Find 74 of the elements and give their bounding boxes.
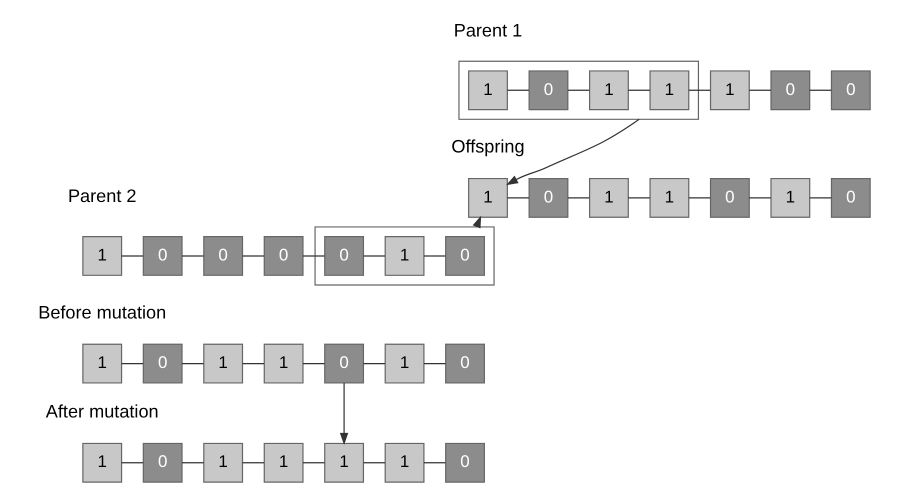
- node-box: 1: [649, 178, 690, 218]
- node-box: 1: [710, 70, 750, 110]
- node-box: 0: [203, 236, 244, 276]
- cluster: [458, 60, 700, 120]
- node-box: 0: [324, 344, 364, 384]
- node-box: 0: [830, 70, 871, 110]
- connector: [182, 255, 204, 257]
- arrow: [472, 216, 482, 228]
- label: After mutation: [46, 401, 159, 422]
- node-box: 0: [770, 70, 810, 110]
- connector: [568, 197, 590, 199]
- connector: [749, 90, 771, 91]
- connector: [688, 197, 710, 199]
- node-box: 0: [528, 178, 568, 218]
- connector: [242, 363, 264, 364]
- connector: [242, 255, 264, 257]
- connector: [810, 90, 832, 91]
- connector: [122, 462, 144, 464]
- node-box: 1: [649, 70, 690, 110]
- node-box: 0: [528, 70, 568, 110]
- arrow: [506, 118, 640, 186]
- connector: [122, 363, 144, 364]
- connector: [810, 197, 832, 199]
- node-box: 1: [324, 442, 364, 483]
- connector: [122, 255, 144, 257]
- connector: [424, 462, 446, 464]
- node-box: 1: [588, 70, 629, 110]
- connector: [688, 90, 710, 91]
- node-box: 1: [384, 236, 424, 276]
- label: Offspring: [451, 136, 525, 157]
- label: Before mutation: [38, 302, 166, 322]
- node-box: 1: [203, 442, 244, 483]
- node-box: 1: [468, 178, 508, 218]
- node-box: 0: [445, 344, 485, 384]
- node-box: 0: [445, 442, 485, 483]
- node-box: 0: [142, 344, 183, 384]
- connector: [363, 363, 385, 364]
- node-box: 1: [203, 344, 244, 384]
- label: Parent 1: [454, 20, 522, 40]
- node-box: 1: [82, 236, 122, 276]
- label: Parent 2: [68, 186, 136, 206]
- node-box: 0: [445, 236, 485, 276]
- connector: [363, 462, 385, 464]
- node-box: 0: [142, 442, 183, 483]
- connector: [303, 363, 324, 364]
- node-box: 1: [468, 70, 508, 110]
- connector: [424, 363, 446, 364]
- connector: [182, 363, 204, 364]
- connector: [568, 90, 590, 91]
- node-box: 0: [142, 236, 183, 276]
- connector: [303, 255, 324, 257]
- node-box: 0: [324, 236, 364, 276]
- connector: [303, 462, 324, 464]
- node-box: 1: [384, 442, 424, 483]
- node-box: 0: [710, 178, 750, 218]
- connector: [507, 197, 529, 199]
- node-box: 1: [264, 344, 304, 384]
- node-box: 1: [82, 442, 122, 483]
- node-box: 0: [264, 236, 304, 276]
- node-box: 1: [384, 344, 424, 384]
- connector: [242, 462, 264, 464]
- node-box: 1: [770, 178, 810, 218]
- node-box: 1: [82, 344, 122, 384]
- node-box: 1: [588, 178, 629, 218]
- connector: [363, 255, 385, 257]
- connector: [749, 197, 771, 199]
- connector: [628, 197, 650, 199]
- connector: [182, 462, 204, 464]
- connector: [507, 90, 529, 91]
- connector: [628, 90, 650, 91]
- arrow: [340, 383, 348, 445]
- node-box: 0: [830, 178, 871, 218]
- connector: [424, 255, 446, 257]
- node-box: 1: [264, 442, 304, 483]
